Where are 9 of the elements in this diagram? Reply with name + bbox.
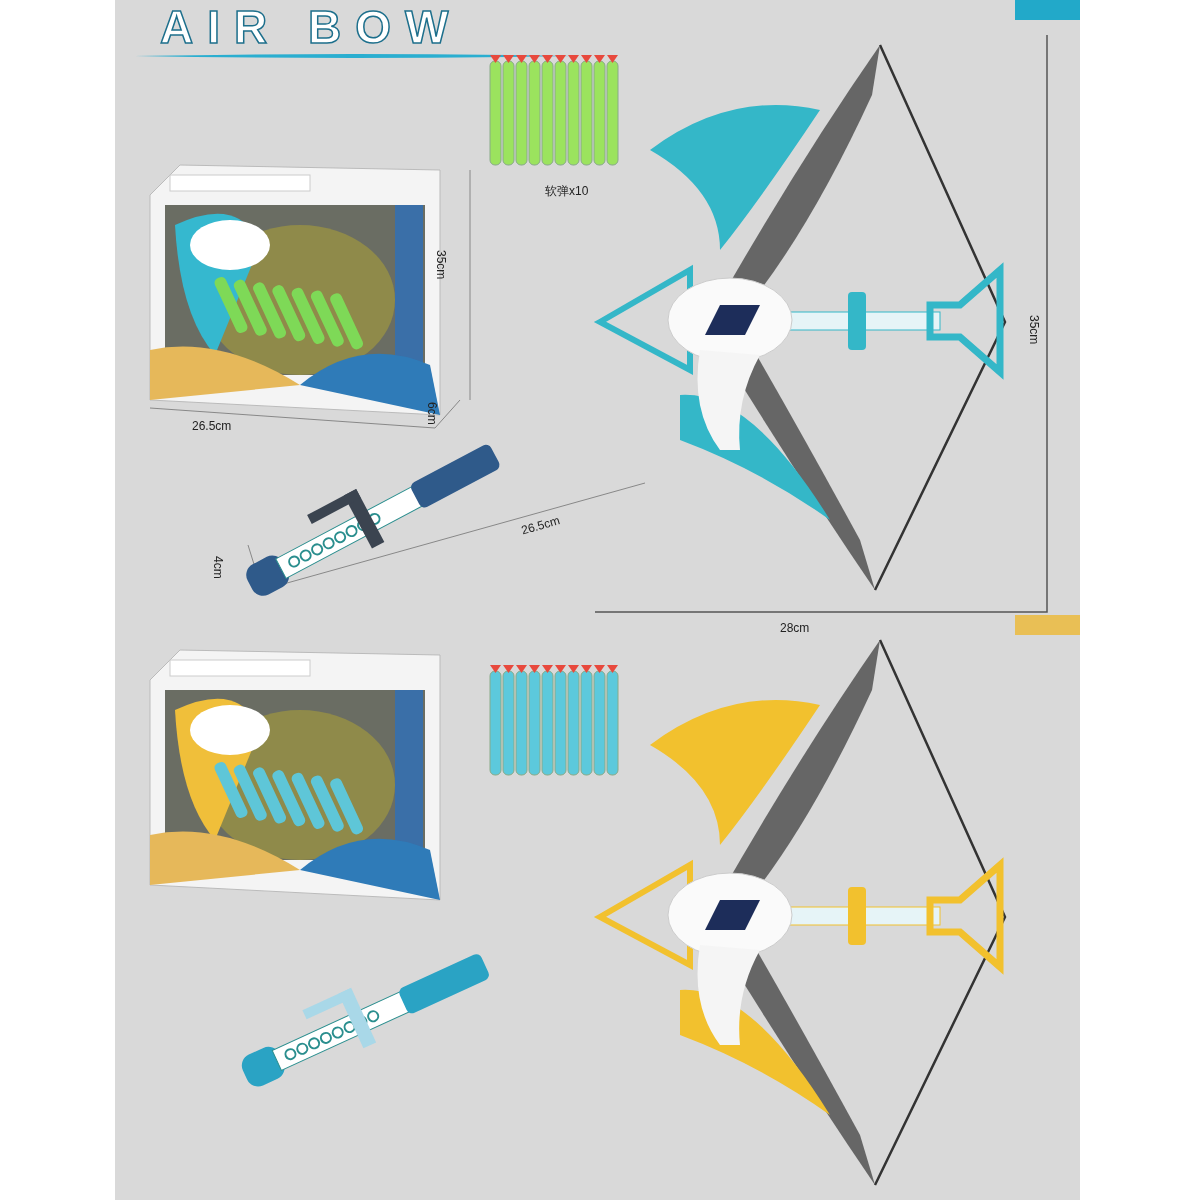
dimension-label: 6cm [426, 402, 438, 425]
dimension-label: 26.5cm [520, 514, 562, 537]
dimension-label: 26.5cm [192, 420, 232, 432]
dimension-label: 35cm [1028, 315, 1040, 345]
dimension-label: 4cm [212, 556, 224, 579]
title: AIR BOW [160, 4, 463, 50]
dimension-label: 35cm [435, 250, 447, 280]
dimension-label: 软弹x10 [545, 185, 589, 197]
dimension-label: 28cm [780, 622, 810, 634]
